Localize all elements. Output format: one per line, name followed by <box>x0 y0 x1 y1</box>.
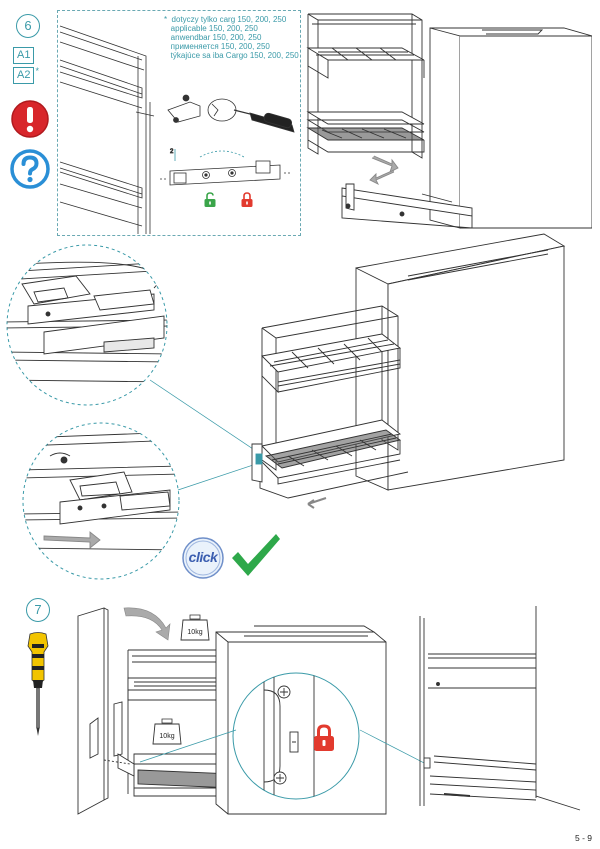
lock-big-icon <box>312 724 336 752</box>
step-6-note-1: applicable 150, 200, 250 <box>164 24 258 33</box>
step-6-cabinet-drawing <box>302 8 592 238</box>
question-icon <box>9 148 51 190</box>
lock-icon <box>240 192 254 208</box>
click-badge: click <box>181 536 225 580</box>
warning-icon <box>10 99 50 139</box>
step-7-number: 7 <box>26 598 50 622</box>
checkmark-icon <box>228 530 282 580</box>
label-a2-star: * <box>35 66 39 76</box>
step-6-basket-side-drawing <box>58 12 168 234</box>
step-6-note-2: anwendbar 150, 200, 250 <box>164 33 262 42</box>
unlock-icon <box>203 192 217 208</box>
page-number: 5 - 9 <box>574 833 592 843</box>
step-6-note-0: * dotyczy tylko carg 150, 200, 250 <box>164 15 287 24</box>
detail-circle-top <box>4 242 170 408</box>
weight-bottom: 10kg <box>150 716 184 746</box>
weight-bottom-label: 10kg <box>159 733 175 740</box>
step-6-note-4: týkajúce sa iba Cargo 150, 200, 250 <box>164 51 299 60</box>
weight-top-label: 10kg <box>187 629 203 636</box>
step-6-note-3: применяется 150, 200, 250 <box>164 42 270 51</box>
label-a2: A2 <box>13 67 35 84</box>
middle-cabinet-drawing <box>248 232 568 512</box>
step-6-rail-drawing: 2 <box>160 143 295 213</box>
click-badge-label: click <box>188 549 218 565</box>
weight-top: 10kg <box>178 612 212 642</box>
screwdriver-icon <box>24 632 52 738</box>
step-6-number: 6 <box>16 14 40 38</box>
svg-text:2: 2 <box>170 149 174 155</box>
step-6-adjust-drawing <box>160 80 300 150</box>
step-6-detail-frame <box>57 10 301 236</box>
lock-detail-circle <box>230 670 362 802</box>
step-7-side-view-drawing <box>410 606 590 820</box>
label-a2-wrap: A2* <box>13 65 39 84</box>
label-a1: A1 <box>13 47 35 64</box>
detail-circle-bottom <box>20 420 182 582</box>
